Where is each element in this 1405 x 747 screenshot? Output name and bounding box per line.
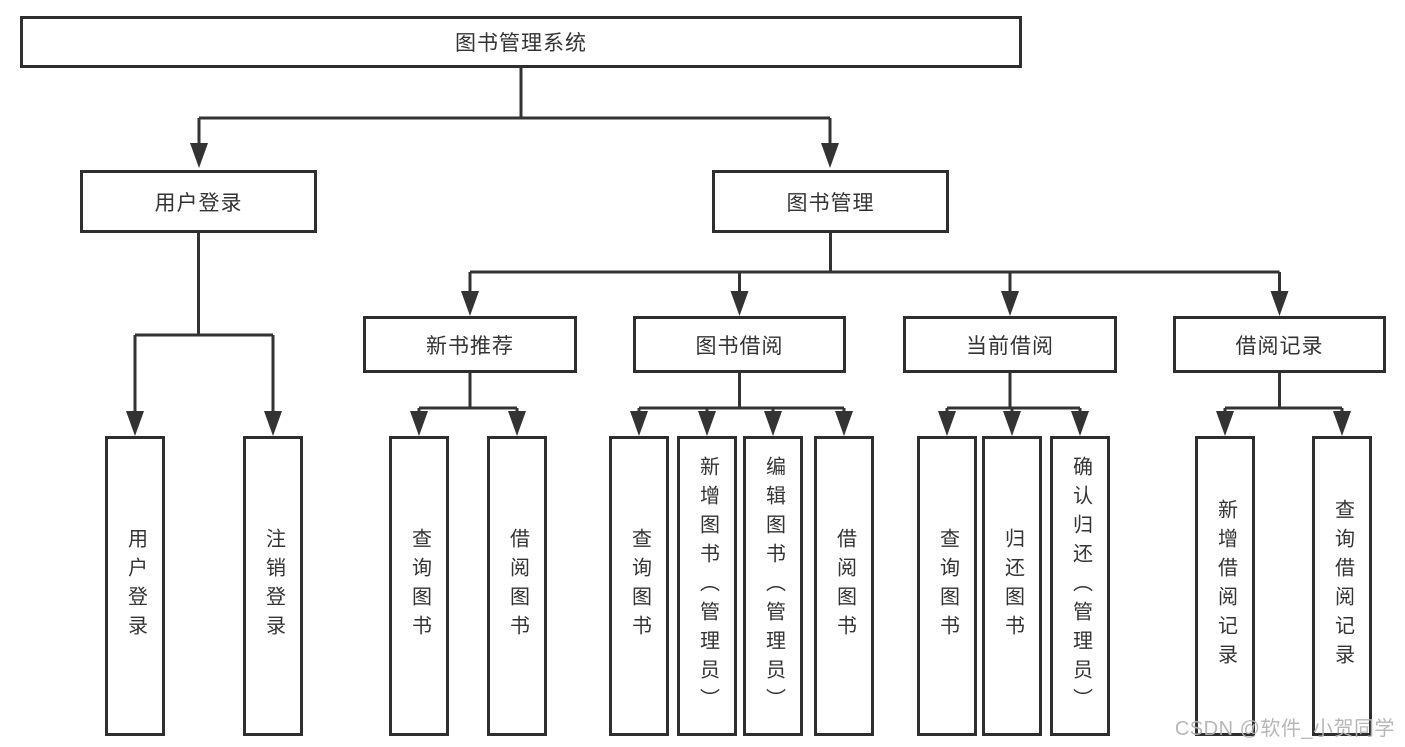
leaf-confirm-return-admin-label: 确认归还（管理员） xyxy=(1069,455,1092,717)
leaf-user-login-label: 用户登录 xyxy=(124,528,147,644)
leaf-query-books-1-label: 查询图书 xyxy=(408,528,431,644)
leaf-logout-label: 注销登录 xyxy=(262,528,285,644)
leaf-confirm-return-admin: 确认归还（管理员） xyxy=(1050,436,1110,736)
branch-new-book-recommend-label: 新书推荐 xyxy=(426,334,514,358)
branch-user-login: 用户登录 xyxy=(80,170,317,233)
leaf-user-login: 用户登录 xyxy=(105,436,165,736)
leaf-return-books: 归还图书 xyxy=(982,436,1042,736)
leaf-add-book-admin-label: 新增图书（管理员） xyxy=(696,455,719,717)
leaf-borrow-books-1: 借阅图书 xyxy=(487,436,547,736)
branch-current-borrow-label: 当前借阅 xyxy=(966,334,1054,358)
leaf-borrow-books-1-label: 借阅图书 xyxy=(506,528,529,644)
branch-borrow-records-label: 借阅记录 xyxy=(1235,334,1324,358)
branch-new-book-recommend: 新书推荐 xyxy=(363,316,577,373)
leaf-query-borrow-record: 查询借阅记录 xyxy=(1312,436,1372,736)
leaf-query-borrow-record-label: 查询借阅记录 xyxy=(1331,499,1354,673)
leaf-edit-book-admin: 编辑图书（管理员） xyxy=(743,436,803,736)
leaf-add-book-admin: 新增图书（管理员） xyxy=(677,436,737,736)
branch-user-login-label: 用户登录 xyxy=(154,191,243,215)
leaf-query-books-3-label: 查询图书 xyxy=(936,528,959,644)
diagram-root-label: 图书管理系统 xyxy=(455,32,587,55)
leaf-return-books-label: 归还图书 xyxy=(1001,528,1024,644)
branch-book-management: 图书管理 xyxy=(712,170,949,233)
branch-book-borrow-label: 图书借阅 xyxy=(695,334,784,358)
leaf-add-borrow-record-label: 新增借阅记录 xyxy=(1214,499,1237,673)
csdn-watermark: CSDN @软件_小贺同学 xyxy=(1174,718,1395,740)
branch-book-borrow: 图书借阅 xyxy=(633,316,846,373)
leaf-borrow-books-2: 借阅图书 xyxy=(814,436,874,736)
leaf-add-borrow-record: 新增借阅记录 xyxy=(1195,436,1255,736)
leaf-edit-book-admin-label: 编辑图书（管理员） xyxy=(762,455,785,717)
leaf-borrow-books-2-label: 借阅图书 xyxy=(833,528,856,644)
branch-book-management-label: 图书管理 xyxy=(786,191,875,215)
branch-current-borrow: 当前借阅 xyxy=(903,316,1117,373)
leaf-query-books-2: 查询图书 xyxy=(609,436,669,736)
leaf-logout: 注销登录 xyxy=(243,436,303,736)
leaf-query-books-3: 查询图书 xyxy=(917,436,977,736)
leaf-query-books-2-label: 查询图书 xyxy=(628,528,651,644)
leaf-query-books-1: 查询图书 xyxy=(389,436,449,736)
diagram-root-node: 图书管理系统 xyxy=(20,16,1022,68)
branch-borrow-records: 借阅记录 xyxy=(1173,316,1386,373)
